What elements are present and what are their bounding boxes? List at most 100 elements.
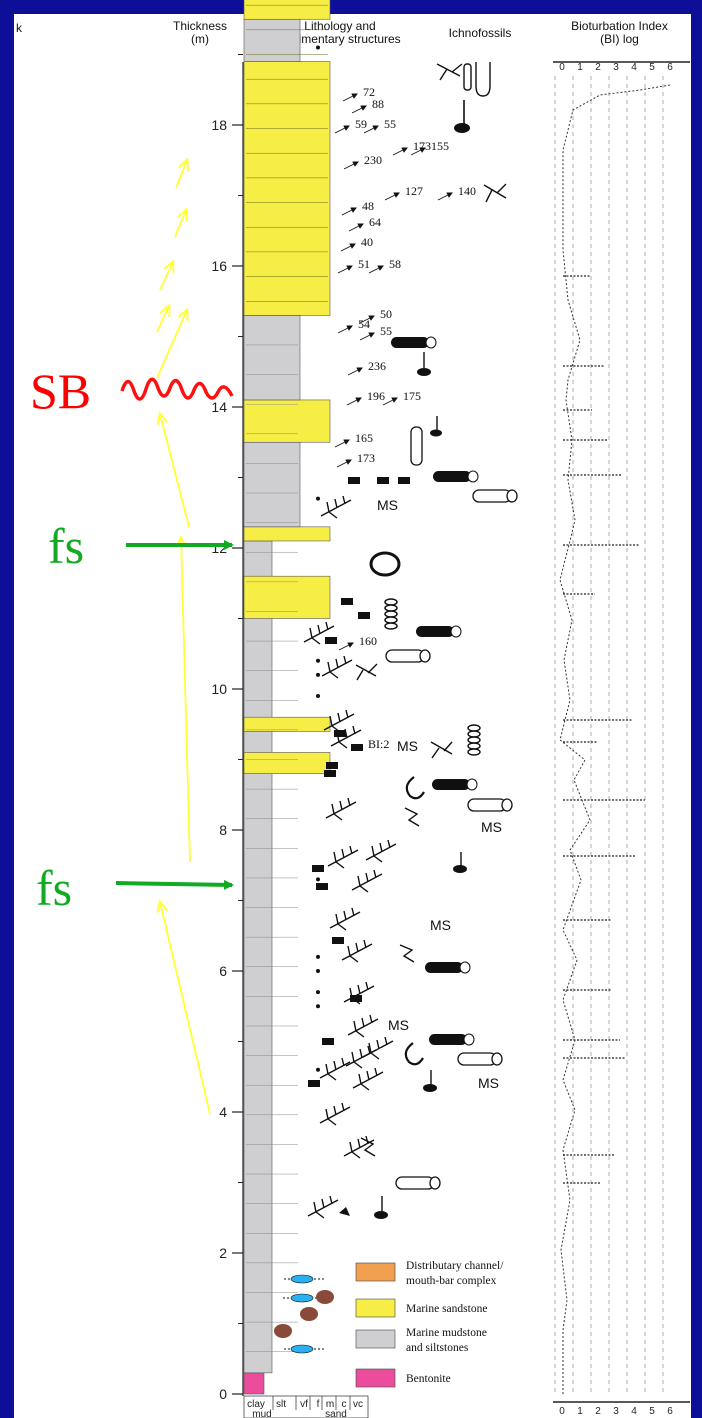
ms-label: MS — [478, 1075, 499, 1091]
burrow-section-block — [322, 1038, 334, 1045]
bi-axis-bottom-label: 0 — [559, 1406, 565, 1417]
paleocurrent-arrow — [335, 440, 349, 447]
tube-burrow-icon — [411, 416, 442, 465]
depth-tick-label: 6 — [219, 963, 227, 979]
burrow-section-block — [398, 477, 410, 484]
yellow-arrow-8 — [160, 902, 210, 1114]
ms-label-group: MSMSMSMSMSMS — [377, 497, 502, 1091]
plant-debris-icon — [363, 1037, 393, 1059]
lithology-bed-bentonite — [244, 1373, 264, 1394]
depth-tick-label: 4 — [219, 1104, 227, 1120]
bi-axis-top-label: 1 — [577, 62, 583, 73]
burrow-section-block — [334, 730, 346, 737]
paleocurrent-label: 173 — [357, 451, 375, 465]
grain-size-label: f — [317, 1399, 320, 1410]
bi-axis-top-label: 2 — [595, 62, 601, 73]
lithology-bed-sandstone — [244, 527, 330, 541]
paleocurrent-label: 88 — [372, 97, 384, 111]
yellow-arrow-group — [157, 160, 210, 1114]
plant-debris-stroke — [352, 870, 382, 892]
paleocurrent-arrow — [347, 398, 361, 405]
depth-tick-label: 8 — [219, 822, 227, 838]
yellow-arrow-3 — [160, 262, 173, 290]
burrow-section-block — [332, 937, 344, 944]
lithology-bed-sandstone — [244, 752, 330, 773]
yellow-arrow-7 — [181, 538, 190, 862]
ring-burrow-icon — [371, 553, 399, 575]
paleocurrent-arrow — [339, 643, 353, 650]
paleocurrent-label: 160 — [359, 634, 377, 648]
paleocurrent-arrow — [348, 368, 362, 375]
burrow-section-block — [341, 598, 353, 605]
yellow-arrow-2 — [175, 210, 186, 237]
vertical-burrow-icon — [454, 100, 470, 133]
silt-dot — [316, 1068, 320, 1072]
legend-label-line2: mouth-bar complex — [406, 1275, 497, 1287]
paleocurrent-label: 55 — [380, 324, 392, 338]
sb-wavy-line — [122, 379, 232, 399]
depth-tick-label: 14 — [211, 399, 227, 415]
paleocurrent-label: 175 — [403, 389, 421, 403]
paleocurrent-label: 173 — [413, 139, 431, 153]
paleocurrent-arrow — [385, 193, 399, 200]
bi-axis-top-label: 6 — [667, 62, 673, 73]
bi-trace-line — [560, 85, 670, 1394]
paleocurrent-label: 55 — [384, 117, 396, 131]
burrow-section-block — [316, 883, 328, 890]
paleocurrent-label: 230 — [364, 153, 382, 167]
yellow-arrow-1 — [176, 160, 187, 188]
paleocurrent-label: 59 — [355, 117, 367, 131]
fs-lower-arrow — [116, 883, 232, 885]
bi-axis-top-label: 0 — [559, 62, 565, 73]
plant-debris-stroke — [328, 846, 358, 868]
paleocurrent-label: 127 — [405, 184, 423, 198]
ichno-cluster-10m — [400, 945, 470, 973]
lithology-bed-mudstone — [244, 442, 300, 527]
ms-label: MS — [481, 819, 502, 835]
plant-debris-stroke — [320, 1058, 350, 1080]
paleocurrent-arrow — [352, 106, 366, 113]
bi-axis-bottom-label: 2 — [595, 1406, 601, 1417]
plant-debris-icon — [322, 656, 352, 678]
stacked-burrow-icon — [385, 599, 397, 629]
lithology-bed-mudstone — [244, 315, 300, 400]
bi-axis-bottom-label: 5 — [649, 1406, 655, 1417]
legend-swatch — [356, 1330, 395, 1348]
plant-debris-icon — [346, 1046, 376, 1068]
paleocurrent-arrow — [393, 148, 407, 155]
burrow-section-block — [350, 995, 362, 1002]
depth-tick-label: 16 — [211, 258, 227, 274]
sb-label: SB — [30, 363, 91, 419]
silt-dot — [316, 990, 320, 994]
paleocurrent-label: 58 — [389, 257, 401, 271]
plant-debris-icon — [308, 1196, 338, 1218]
silt-dot — [316, 1004, 320, 1008]
legend: Distributary channel/mouth-bar complexMa… — [356, 1260, 504, 1387]
paleocurrent-arrow — [438, 193, 452, 200]
ms-label: MS — [377, 497, 398, 513]
paleocurrent-label: 196 — [367, 389, 385, 403]
plant-debris-stroke — [342, 940, 372, 962]
legend-swatch — [356, 1369, 395, 1387]
ms-label: MS — [388, 1017, 409, 1033]
burrow-section-block — [326, 762, 338, 769]
plant-debris-icon — [342, 940, 372, 962]
paleocurrent-label: 40 — [361, 235, 373, 249]
paleocurrent-label: 50 — [380, 307, 392, 321]
silt-dot — [316, 659, 320, 663]
plant-debris-stroke — [366, 840, 396, 862]
grain-size-label: slt — [276, 1399, 286, 1410]
paleocurrent-arrow — [343, 94, 357, 101]
bi-axis-top-label: 3 — [613, 62, 619, 73]
fs-lower-label: fs — [36, 860, 72, 916]
paleocurrent-arrow — [349, 224, 363, 231]
plant-debris-icon — [320, 1103, 350, 1125]
plant-debris-icon — [328, 846, 358, 868]
horizontal-burrow-pair-icon — [433, 471, 517, 502]
branched-burrow-icon — [484, 184, 506, 202]
bi-axis-bottom-label: 3 — [613, 1406, 619, 1417]
concretion-group — [274, 1275, 334, 1353]
depth-tick-label: 10 — [211, 681, 227, 697]
